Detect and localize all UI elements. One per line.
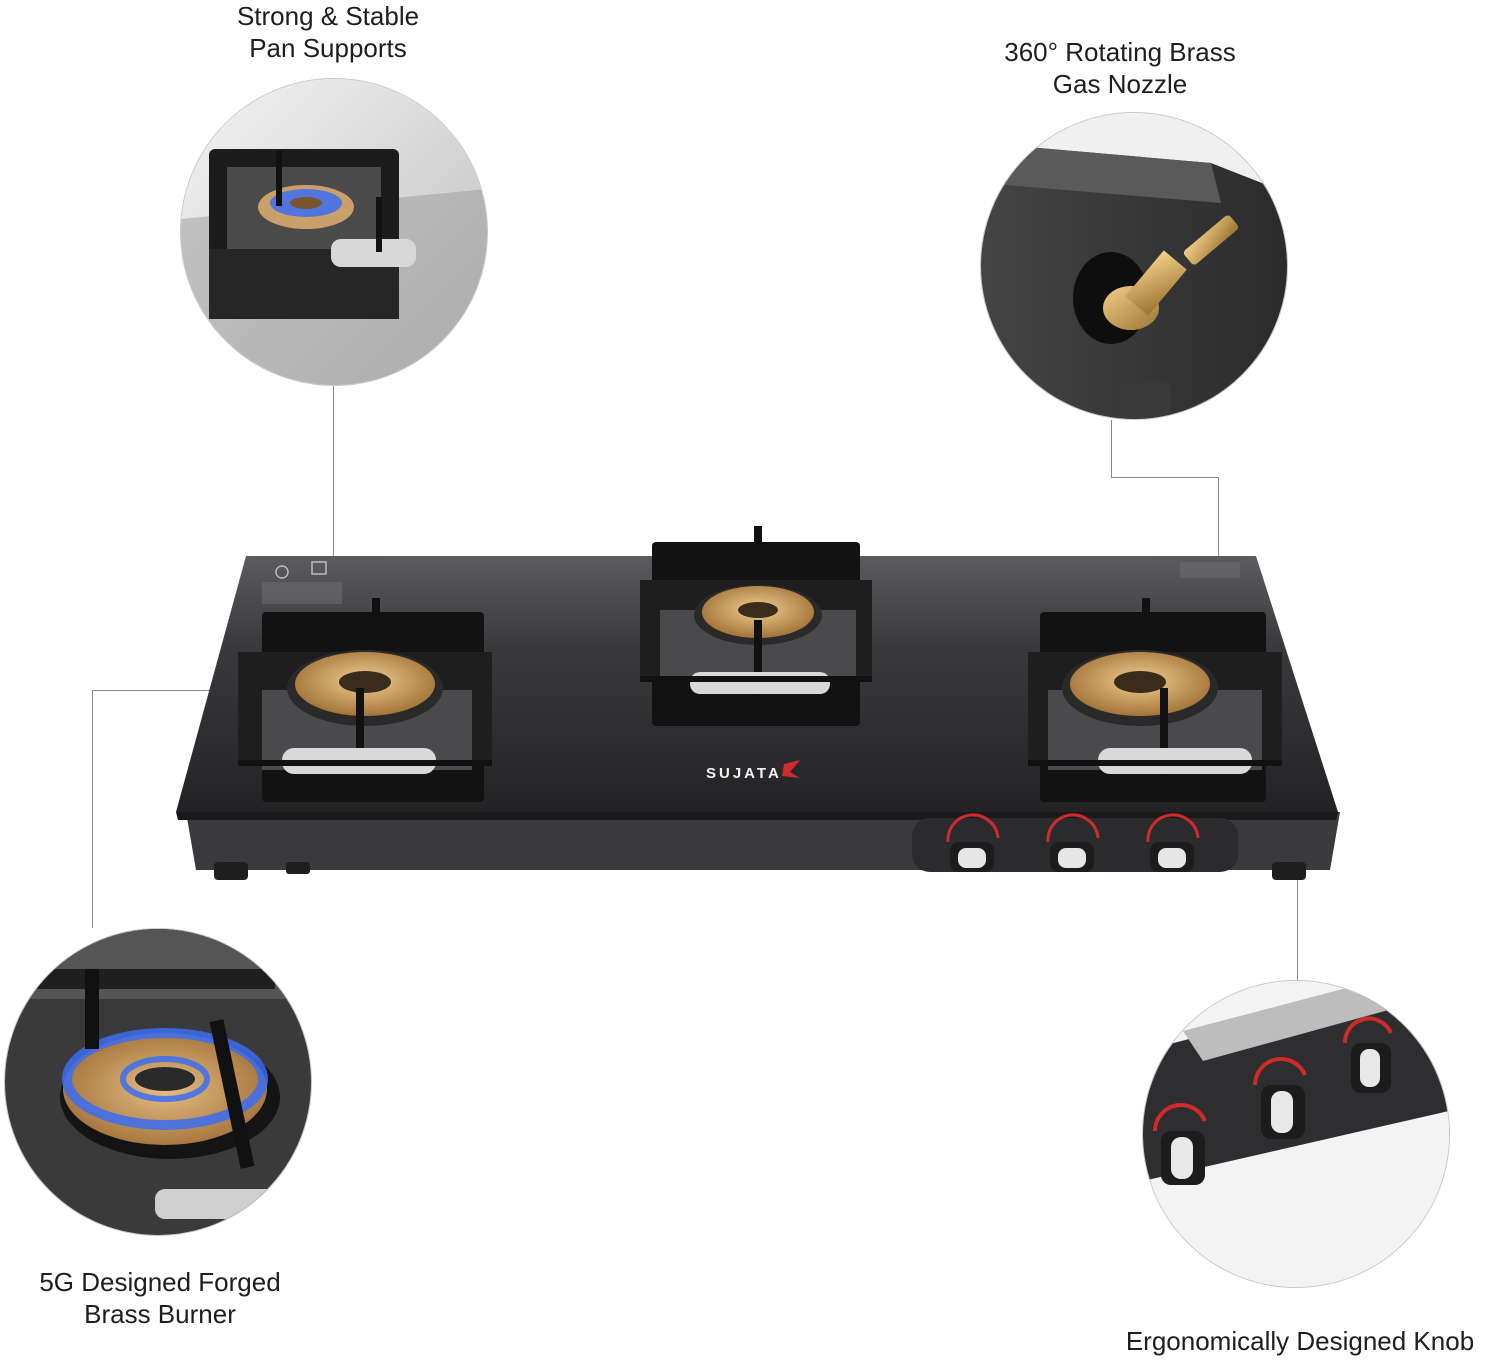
nozzle-detail-image [981, 113, 1287, 419]
callout-nozzle-line1: 360° Rotating Brass [1004, 37, 1236, 67]
stove-knob-1[interactable] [946, 813, 1000, 872]
detail-circle-nozzle [980, 112, 1288, 420]
knob-detail-2 [1253, 1057, 1307, 1139]
callout-nozzle-line2: Gas Nozzle [1052, 69, 1188, 99]
detail-circle-pan-supports [180, 78, 488, 386]
knob-detail-1 [1153, 1103, 1207, 1185]
callout-burner-line2: Brass Burner [84, 1299, 236, 1329]
connector-nozzle-v1 [1111, 420, 1112, 478]
callout-pan-supports-line1: Strong & Stable [236, 1, 420, 31]
burner-center [640, 526, 872, 726]
burner-right [1028, 598, 1282, 802]
brand-logo-mark [782, 760, 800, 778]
connector-nozzle-v2 [1218, 477, 1219, 557]
stove-knob-3[interactable] [1146, 813, 1200, 872]
connector-burner-v [92, 690, 93, 928]
callout-burner: 5G Designed Forged Brass Burner [10, 1266, 310, 1330]
callout-nozzle: 360° Rotating Brass Gas Nozzle [960, 36, 1280, 100]
knob-detail-image [1143, 981, 1449, 1287]
burner-detail-image [5, 929, 311, 1235]
detail-circle-burner [4, 928, 312, 1236]
connector-burner-h [92, 690, 252, 691]
callout-knob-line1: Ergonomically Designed Knob [1125, 1326, 1475, 1356]
stove-knob-2[interactable] [1046, 813, 1100, 872]
stove-foot-mid [286, 862, 310, 874]
callout-burner-line1: 5G Designed Forged [39, 1267, 281, 1297]
callout-knob: Ergonomically Designed Knob [1100, 1325, 1500, 1357]
stove-foot-right [1272, 862, 1306, 880]
certification-badge [311, 561, 327, 575]
brand-logo: SUJATA [706, 765, 782, 782]
connector-knob [1297, 880, 1298, 980]
knob-detail-3 [1342, 1016, 1393, 1093]
connector-nozzle-h [1111, 477, 1219, 478]
certification-icon [275, 565, 289, 579]
callout-pan-supports: Strong & Stable Pan Supports [178, 0, 478, 64]
callout-pan-supports-line2: Pan Supports [249, 33, 407, 63]
pan-supports-detail-image [181, 79, 487, 385]
printed-text-block-right [1180, 562, 1240, 578]
detail-circle-knob [1142, 980, 1450, 1288]
printed-text-block-left [262, 582, 342, 604]
burner-left [238, 598, 492, 802]
connector-pan-supports [333, 383, 334, 648]
stove-foot-left [214, 862, 248, 880]
